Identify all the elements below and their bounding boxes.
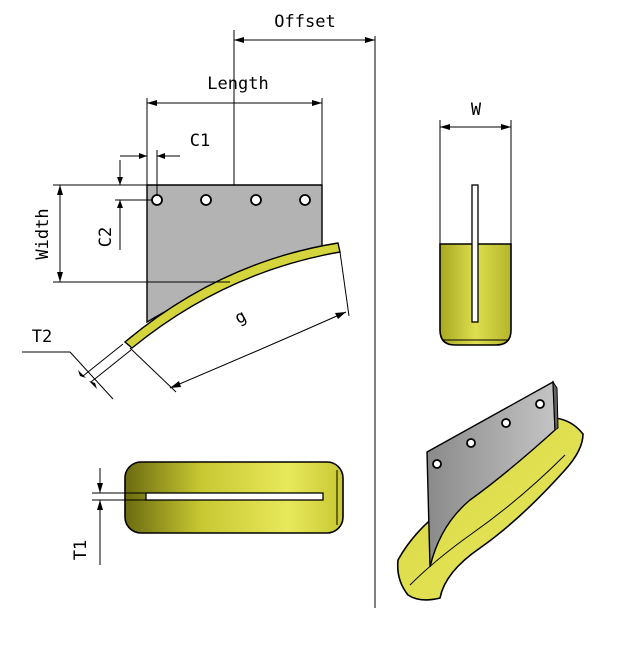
t2-dimension: T2: [22, 327, 132, 400]
t1-dimension: T1: [71, 468, 146, 565]
width-label: Width: [33, 208, 53, 259]
c1-dimension: C1: [120, 131, 210, 195]
plate-edge-isometric: [552, 380, 559, 431]
isometric-view: [396, 380, 584, 601]
c2-dimension: C2: [96, 160, 152, 250]
plate-slot: [145, 492, 324, 501]
plate-side: [471, 184, 479, 323]
w-label: W: [471, 100, 482, 120]
t1-label: T1: [71, 540, 91, 560]
bottom-view: T1: [71, 461, 344, 565]
hole-3: [250, 194, 262, 206]
plate-isometric: [426, 380, 556, 568]
front-view: Offset Length C1 C2: [22, 12, 376, 608]
iso-hole-3: [501, 418, 511, 428]
length-label: Length: [207, 74, 268, 94]
c1-label: C1: [190, 131, 210, 151]
iso-hole-4: [535, 399, 545, 409]
length-dimension: Length: [146, 74, 323, 185]
hole-4: [299, 194, 311, 206]
width-dimension: Width: [33, 184, 230, 283]
hole-2: [200, 194, 212, 206]
c2-label: C2: [96, 227, 116, 247]
side-view: W: [439, 100, 512, 346]
hole-1: [151, 194, 163, 206]
iso-hole-1: [432, 459, 442, 469]
w-dimension: W: [439, 100, 512, 244]
offset-label: Offset: [274, 12, 335, 32]
t2-label: T2: [32, 327, 52, 347]
offset-dimension: Offset: [233, 12, 375, 185]
g-label: g: [231, 306, 249, 328]
iso-hole-2: [466, 438, 476, 448]
